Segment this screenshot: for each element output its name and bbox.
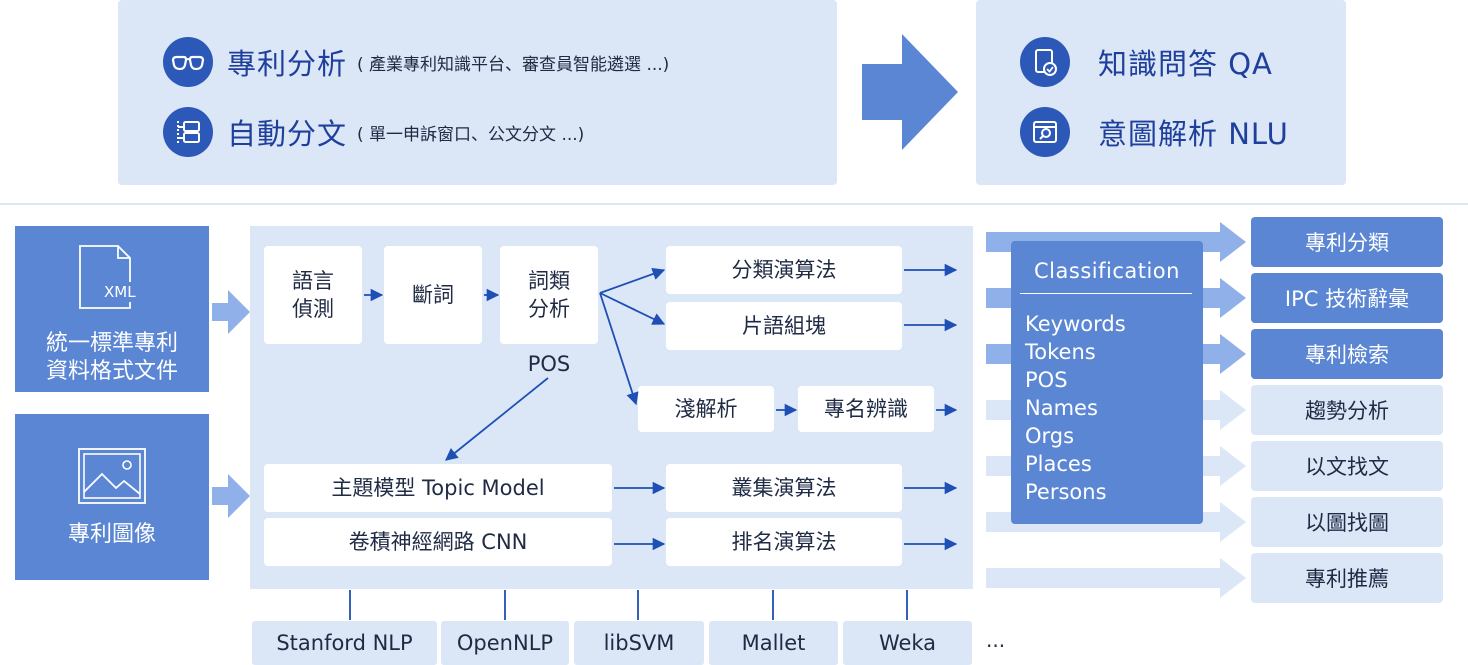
image-input-box bbox=[15, 414, 209, 580]
image-icon bbox=[78, 448, 146, 504]
feature-auto-dispatch: 自動分文 ( 單一申訴窗口、公文分文 ...) bbox=[163, 107, 584, 157]
arrow-pos-to-topic bbox=[445, 377, 549, 461]
top-left-panel bbox=[118, 0, 837, 185]
classification-item: Persons bbox=[1025, 480, 1107, 504]
arrow-pos-to-parse bbox=[599, 292, 639, 406]
classification-item: Names bbox=[1025, 396, 1098, 420]
node-label: 分析 bbox=[528, 297, 570, 321]
tool-mallet: Mallet bbox=[709, 621, 838, 665]
node-cnn: 卷積神經網路 CNN bbox=[264, 518, 612, 566]
feature-subtitle: ( 產業專利知識平台、審查員智能遴選 ...) bbox=[357, 54, 670, 75]
document-check-icon bbox=[1020, 37, 1070, 87]
input-arrow-2 bbox=[212, 474, 250, 518]
glasses-icon bbox=[163, 37, 213, 87]
arrow-pos-to-chunk bbox=[599, 292, 666, 325]
node-label: 專名辨識 bbox=[824, 397, 908, 421]
node-label: 卷積神經網路 CNN bbox=[348, 530, 528, 554]
node-language-detect: 語言 偵測 bbox=[264, 246, 362, 344]
node-pos: 詞類 分析 bbox=[500, 246, 598, 344]
tool-libsvm: libSVM bbox=[574, 621, 704, 665]
output-patent-classification: 專利分類 bbox=[1251, 217, 1443, 267]
feature-intent-nlu: 意圖解析 NLU bbox=[1020, 107, 1289, 157]
node-shallow-parse: 淺解析 bbox=[638, 386, 774, 432]
flow-arrow-light bbox=[986, 558, 1246, 598]
qa-title: 知識問答 QA bbox=[1098, 47, 1273, 81]
xml-label-2: 資料格式文件 bbox=[45, 359, 178, 384]
node-cluster-algo: 叢集演算法 bbox=[666, 464, 902, 512]
feature-knowledge-qa: 知識問答 QA bbox=[1020, 37, 1273, 87]
image-label: 專利圖像 bbox=[67, 522, 156, 547]
feature-patent-analysis: 專利分析 ( 產業專利知識平台、審查員智能遴選 ...) bbox=[163, 37, 669, 87]
node-classify-algo: 分類演算法 bbox=[666, 246, 902, 294]
node-label: 排名演算法 bbox=[731, 530, 837, 554]
classification-item: Orgs bbox=[1025, 424, 1075, 448]
xml-tag: XML bbox=[104, 283, 136, 301]
arrow-pos-to-classify bbox=[599, 267, 666, 294]
output-patent-search: 專利檢索 bbox=[1251, 329, 1443, 379]
xml-label-1: 統一標準專利 bbox=[45, 331, 178, 356]
tool-weka: Weka bbox=[843, 621, 972, 665]
folder-tree-icon bbox=[163, 107, 213, 157]
classification-item: POS bbox=[1025, 368, 1068, 392]
nlu-title: 意圖解析 NLU bbox=[1098, 117, 1289, 151]
output-patent-recommendation: 專利推薦 bbox=[1251, 553, 1443, 603]
node-label: 片語組塊 bbox=[742, 314, 826, 338]
node-label: 語言 bbox=[292, 269, 334, 293]
output-image-to-image: 以圖找圖 bbox=[1251, 497, 1443, 547]
classification-title: Classification bbox=[1034, 259, 1180, 283]
classification-item: Keywords bbox=[1025, 312, 1126, 336]
node-label: 斷詞 bbox=[412, 283, 454, 307]
tools-more: ... bbox=[986, 628, 1006, 652]
node-label: 叢集演算法 bbox=[731, 476, 837, 500]
node-label: 分類演算法 bbox=[731, 258, 837, 282]
xml-file-icon bbox=[79, 245, 146, 309]
node-segmentation: 斷詞 bbox=[384, 246, 482, 344]
xml-input-box bbox=[15, 226, 209, 392]
node-label: 主題模型 Topic Model bbox=[331, 476, 545, 500]
classification-divider bbox=[1020, 293, 1192, 294]
classification-list: Keywords Tokens POS Names Orgs Places Pe… bbox=[1025, 310, 1126, 506]
tool-stanford-nlp: Stanford NLP bbox=[252, 621, 437, 665]
search-window-icon bbox=[1020, 107, 1070, 157]
feature-title: 專利分析 bbox=[227, 47, 348, 81]
section-divider bbox=[0, 203, 1468, 205]
node-label: 偵測 bbox=[292, 297, 334, 321]
classification-box bbox=[1011, 241, 1203, 524]
pos-caption: POS bbox=[527, 352, 571, 376]
output-text-to-text: 以文找文 bbox=[1251, 441, 1443, 491]
big-right-arrow bbox=[862, 34, 958, 150]
feature-subtitle: ( 單一申訴窗口、公文分文 ...) bbox=[357, 124, 585, 145]
output-trend-analysis: 趨勢分析 bbox=[1251, 385, 1443, 435]
node-ner: 專名辨識 bbox=[798, 386, 934, 432]
tool-opennlp: OpenNLP bbox=[441, 621, 569, 665]
node-topic-model: 主題模型 Topic Model bbox=[264, 464, 612, 512]
node-chunking: 片語組塊 bbox=[666, 302, 902, 350]
node-rank-algo: 排名演算法 bbox=[666, 518, 902, 566]
node-label: 淺解析 bbox=[674, 397, 738, 421]
input-arrow-1 bbox=[212, 290, 250, 334]
node-label: 詞類 bbox=[528, 269, 570, 293]
classification-item: Tokens bbox=[1025, 340, 1096, 364]
feature-title: 自動分文 bbox=[227, 117, 348, 151]
output-ipc-vocabulary: IPC 技術辭彙 bbox=[1251, 273, 1443, 323]
classification-item: Places bbox=[1025, 452, 1092, 476]
